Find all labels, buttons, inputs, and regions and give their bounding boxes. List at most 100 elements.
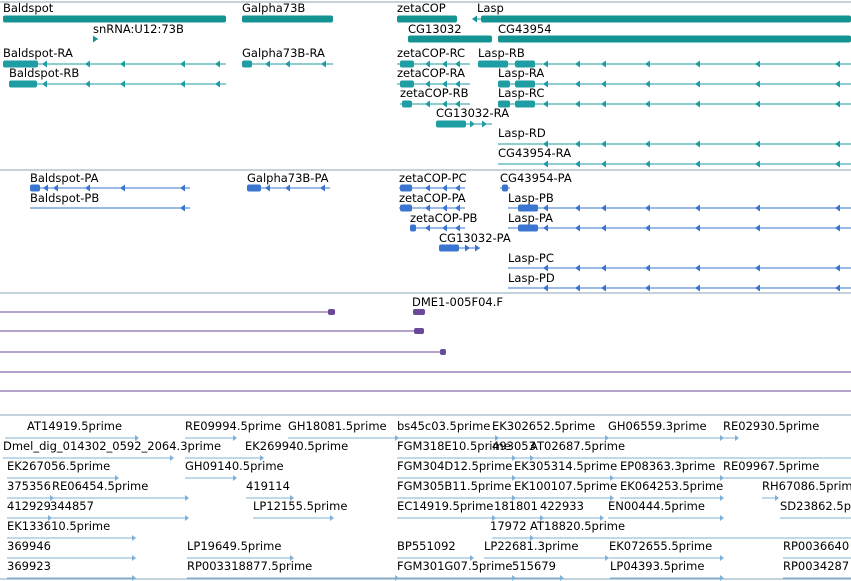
est-feature[interactable] <box>620 495 724 501</box>
transcript-feature[interactable] <box>436 120 492 128</box>
feature-label-gh06559-3prime: GH06559.3prime <box>608 419 707 433</box>
est-feature[interactable] <box>783 575 851 581</box>
gene-feature[interactable] <box>408 35 492 43</box>
est-feature[interactable] <box>52 495 189 501</box>
protein-feature[interactable] <box>30 184 190 192</box>
est-feature[interactable] <box>7 535 136 541</box>
protein-feature[interactable] <box>399 184 465 192</box>
transcript-exon <box>242 60 252 68</box>
est-feature[interactable] <box>608 515 724 521</box>
gene-feature[interactable] <box>93 35 98 43</box>
protein-feature[interactable] <box>399 204 465 212</box>
protein-feature[interactable] <box>30 204 190 212</box>
clone-alignment[interactable] <box>0 309 335 315</box>
transcript-exon <box>498 80 510 88</box>
transcript-feature[interactable] <box>498 80 851 88</box>
strand-arrow <box>835 264 840 272</box>
feature-label-zetacop-rc: zetaCOP-RC <box>397 46 465 60</box>
est-feature[interactable] <box>3 455 174 461</box>
strand-arrow <box>132 555 136 561</box>
transcript-feature[interactable] <box>498 100 851 108</box>
est-feature[interactable] <box>783 555 851 561</box>
protein-feature[interactable] <box>508 224 851 232</box>
transcript-feature[interactable] <box>242 60 333 68</box>
transcript-feature[interactable] <box>498 160 851 168</box>
protein-exon <box>518 204 538 212</box>
est-feature[interactable] <box>484 555 609 561</box>
est-feature[interactable] <box>253 515 334 521</box>
gene-feature[interactable] <box>472 15 851 23</box>
est-feature[interactable] <box>723 435 739 441</box>
est-feature[interactable] <box>185 475 237 481</box>
protein-feature[interactable] <box>508 264 851 272</box>
est-feature[interactable] <box>610 475 724 481</box>
est-feature[interactable] <box>397 575 516 581</box>
feature-label-baldspot-ra: Baldspot-RA <box>3 46 73 60</box>
est-feature[interactable] <box>608 435 724 441</box>
transcript-feature[interactable] <box>397 80 470 88</box>
est-feature[interactable] <box>397 515 496 521</box>
est-feature[interactable] <box>610 575 724 581</box>
feature-label-at14919-5prime: AT14919.5prime <box>27 419 122 433</box>
gene-feature[interactable] <box>498 35 851 43</box>
feature-label-ek072655-5prime: EK072655.5prime <box>609 539 712 553</box>
strand-arrow <box>575 140 580 148</box>
protein-exon <box>400 184 412 192</box>
est-feature[interactable] <box>187 555 294 561</box>
est-feature[interactable] <box>609 555 724 561</box>
strand-arrow <box>695 140 700 148</box>
strand-arrow <box>482 120 487 128</box>
est-feature[interactable] <box>530 455 851 461</box>
est-feature[interactable] <box>7 575 136 581</box>
strand-arrow <box>472 15 477 23</box>
transcript-feature[interactable] <box>400 100 470 108</box>
est-feature[interactable] <box>780 515 851 521</box>
feature-label-zetacop-rb: zetaCOP-RB <box>400 86 469 100</box>
clone-track: DME1-005F04.F <box>0 295 851 392</box>
est-feature[interactable] <box>7 555 136 561</box>
est-feature[interactable] <box>50 515 189 521</box>
est-feature[interactable] <box>762 495 779 501</box>
clone-alignment[interactable] <box>0 349 446 355</box>
est-feature[interactable] <box>514 495 614 501</box>
est-feature[interactable] <box>512 575 564 581</box>
strand-arrow <box>53 184 58 192</box>
feature-label-17972: 17972 <box>490 519 527 533</box>
transcript-feature[interactable] <box>478 60 851 68</box>
est-feature[interactable] <box>7 475 119 481</box>
protein-feature[interactable] <box>500 184 510 192</box>
est-feature[interactable] <box>540 515 604 521</box>
strand-arrow <box>575 284 580 292</box>
est-feature[interactable] <box>246 495 294 501</box>
protein-feature[interactable] <box>247 184 330 192</box>
est-feature[interactable] <box>185 455 264 461</box>
gene-feature[interactable] <box>397 15 457 23</box>
protein-feature[interactable] <box>508 204 851 212</box>
gene-feature[interactable] <box>3 15 226 23</box>
feature-label-ek305314-5prime: EK305314.5prime <box>514 459 617 473</box>
feature-label-cg43954-pa: CG43954-PA <box>500 171 572 185</box>
strand-arrow <box>835 224 840 232</box>
transcript-feature[interactable] <box>397 60 470 68</box>
strand-arrow <box>425 184 430 192</box>
feature-label-375356: 375356 <box>7 479 51 493</box>
gene-feature[interactable] <box>242 15 333 23</box>
protein-feature[interactable] <box>439 244 480 252</box>
est-feature[interactable] <box>187 575 399 581</box>
est-feature[interactable] <box>723 475 851 481</box>
est-feature[interactable] <box>185 435 237 441</box>
est-feature[interactable] <box>5 435 139 441</box>
est-feature[interactable] <box>530 535 851 541</box>
transcript-feature[interactable] <box>3 60 226 68</box>
protein-feature[interactable] <box>410 224 465 232</box>
transcript-feature[interactable] <box>9 80 226 88</box>
strand-arrow <box>455 80 460 88</box>
clone-alignment[interactable] <box>0 328 424 334</box>
protein-feature[interactable] <box>508 284 851 292</box>
strand-arrow <box>543 224 548 232</box>
strand-arrow <box>285 60 290 68</box>
transcript-feature[interactable] <box>498 140 851 148</box>
est-feature[interactable] <box>492 435 609 441</box>
feature-label-cg13032-pa: CG13032-PA <box>439 231 511 245</box>
est-feature[interactable] <box>397 555 474 561</box>
